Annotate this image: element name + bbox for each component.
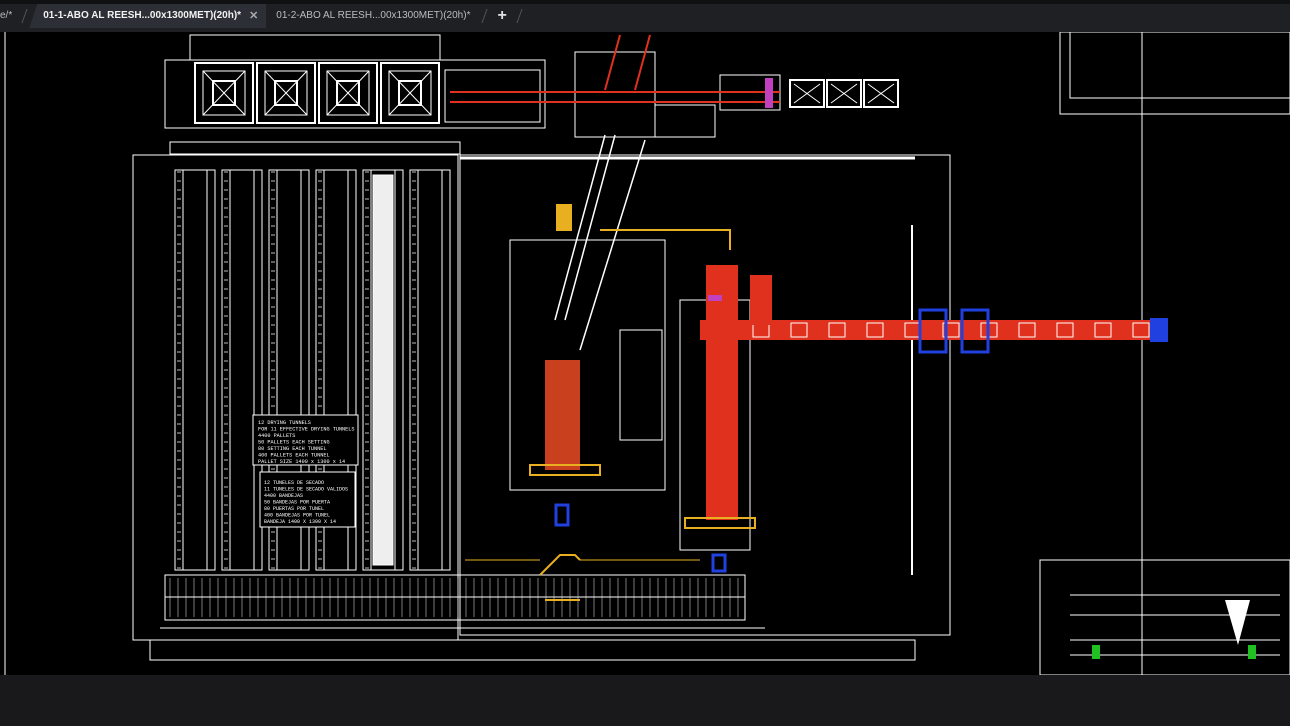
pallet <box>1094 322 1112 338</box>
tab-divider <box>516 9 523 23</box>
tab-bar: e/* 01-1-ABO AL REESH...00x1300MET)(20h)… <box>0 0 1290 32</box>
kiln-box <box>826 79 862 108</box>
pallet <box>1018 322 1036 338</box>
drying-tunnel <box>362 169 404 571</box>
pallet <box>790 322 808 338</box>
tab-label: e/* <box>0 10 13 21</box>
drying-tunnels-outline <box>132 154 459 641</box>
pallet <box>942 322 960 338</box>
kiln <box>380 62 440 124</box>
drying-tunnel <box>409 169 451 571</box>
pallet <box>1056 322 1074 338</box>
cad-line <box>388 70 432 116</box>
magenta-markers <box>708 78 773 301</box>
drying-tunnel <box>221 169 263 571</box>
tab-label: 01-2-ABO AL REESH...00x1300MET)(20h)* <box>276 10 471 21</box>
pallet <box>828 322 846 338</box>
panel-top-right <box>1059 31 1290 115</box>
pallet <box>866 322 884 338</box>
cad-line <box>388 70 432 116</box>
cad-line <box>830 83 858 104</box>
control-room <box>619 329 663 441</box>
close-icon[interactable]: ✕ <box>249 10 259 22</box>
tab-drawing-2[interactable]: 01-2-ABO AL REESH...00x1300MET)(20h)* <box>266 4 480 28</box>
cad-line <box>372 174 394 566</box>
cad-line <box>264 70 308 116</box>
top-transfer-red <box>450 34 780 103</box>
cad-line <box>398 80 422 106</box>
kiln-box <box>789 79 825 108</box>
cad-line <box>202 70 246 116</box>
cad-line <box>274 80 298 106</box>
cad-line <box>867 83 895 104</box>
kiln <box>194 62 254 124</box>
green-markers <box>1092 645 1256 659</box>
yellow-conveyor <box>465 204 756 601</box>
drying-tunnels <box>174 169 451 571</box>
tab-divider <box>21 9 28 23</box>
funnel <box>1225 600 1250 645</box>
transfer-station <box>574 51 656 138</box>
new-tab-button[interactable]: + <box>497 7 507 24</box>
pallet <box>1132 322 1150 338</box>
cad-line <box>326 70 370 116</box>
cad-line <box>336 80 360 106</box>
cad-line <box>264 70 308 116</box>
incline-conveyor <box>554 134 646 351</box>
cad-line <box>326 70 370 116</box>
drying-tunnel <box>315 169 357 571</box>
drying-tunnel <box>268 169 310 571</box>
tab-label: 01-1-ABO AL REESH...00x1300MET)(20h)* <box>43 10 242 21</box>
cad-line <box>212 80 236 106</box>
kiln <box>256 62 316 124</box>
tab-active-drawing[interactable]: 01-1-ABO AL REESH...00x1300MET)(20h)* ✕ <box>29 4 267 28</box>
drying-tunnel <box>174 169 216 571</box>
top-right-kilns <box>789 79 899 108</box>
kiln <box>318 62 378 124</box>
bottom-bar <box>0 675 1290 726</box>
cad-line <box>793 83 821 104</box>
tab-previous[interactable]: e/* <box>0 4 20 28</box>
setting-conveyor-vertical <box>545 265 772 520</box>
kiln-units <box>194 62 440 124</box>
transfer-cars <box>554 308 990 573</box>
tab-divider <box>481 9 489 23</box>
setting-conveyor-horizontal <box>700 318 1168 342</box>
kiln-box <box>863 79 899 108</box>
cad-line <box>202 70 246 116</box>
